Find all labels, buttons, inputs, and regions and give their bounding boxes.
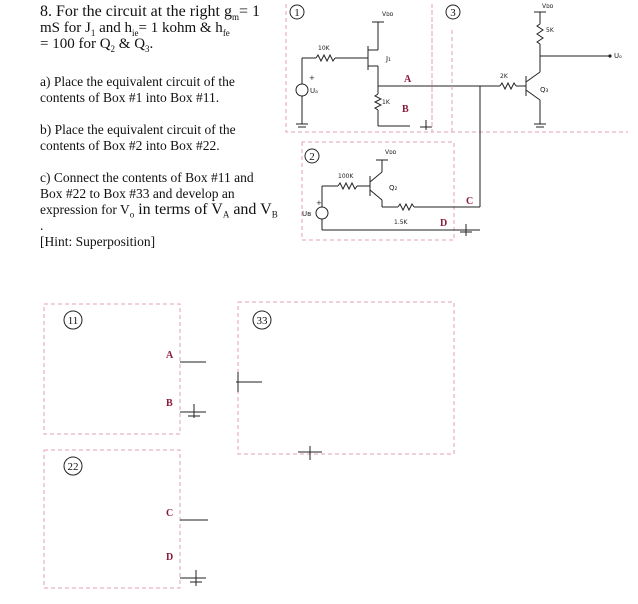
box-11: 11 A B: [43, 303, 206, 435]
svg-text:+: +: [309, 74, 315, 82]
part-b: b) Place the equivalent circuit of the c…: [40, 122, 280, 154]
svg-text:J₁: J₁: [385, 55, 391, 63]
output-node: [608, 54, 612, 58]
box-11-label: 11: [63, 310, 83, 330]
box-3-label: 3: [445, 4, 461, 20]
problem-line-1: 8. For the circuit at the right gm= 1: [40, 3, 260, 23]
part-c-line-2: Box #22 to Box #33 and develop an: [40, 186, 235, 201]
resistor-10k: 10K: [315, 45, 336, 63]
output-vo: Uₒ: [614, 52, 622, 60]
svg-text:Uₐ: Uₐ: [310, 87, 318, 95]
part-a-line-1: a) Place the equivalent circuit of the: [40, 74, 235, 89]
svg-text:Vᴅᴅ: Vᴅᴅ: [542, 3, 554, 10]
svg-text:3: 3: [450, 7, 456, 19]
resistor-1k: 1K: [373, 86, 391, 126]
box-1-label: 1: [289, 4, 305, 20]
box-33-ground: [298, 446, 322, 460]
box-22-label: 22: [63, 456, 83, 476]
node-c: C: [466, 196, 473, 207]
svg-text:Vᴅᴅ: Vᴅᴅ: [382, 11, 394, 18]
box-11-ground: [188, 404, 200, 418]
svg-text:2: 2: [309, 151, 315, 163]
svg-text:100K: 100K: [338, 173, 354, 180]
node-a: A: [404, 74, 412, 85]
vdd-2: Vᴅᴅ: [376, 149, 397, 161]
svg-text:1K: 1K: [382, 99, 391, 106]
svg-text:Uʙ: Uʙ: [302, 210, 311, 218]
ground-b: [420, 120, 432, 130]
box-22-node-c: C: [166, 508, 173, 519]
problem-line-3: = 100 for Q2 & Q3.: [40, 36, 154, 54]
part-c: c) Connect the contents of Box #11 and B…: [40, 170, 280, 250]
part-b-line-1: b) Place the equivalent circuit of the: [40, 122, 236, 137]
problem-statement: 8. For the circuit at the right gm= 1 mS…: [40, 3, 280, 54]
part-a: a) Place the equivalent circuit of the c…: [40, 74, 280, 106]
resistor-2k: 2K: [480, 73, 526, 91]
svg-text:10K: 10K: [318, 45, 331, 52]
box-33-label: 33: [252, 310, 272, 330]
svg-text:Q₃: Q₃: [540, 86, 549, 94]
svg-text:1: 1: [294, 7, 300, 19]
transistor-q3: Q₃: [525, 71, 549, 101]
box-11-node-a: A: [166, 350, 174, 361]
node-b: B: [402, 104, 409, 115]
svg-text:1.5K: 1.5K: [394, 219, 409, 226]
svg-text:2K: 2K: [500, 73, 509, 80]
box-22: 22 C D: [43, 449, 208, 589]
part-c-line-4: [Hint: Superposition]: [40, 234, 156, 249]
svg-text:22: 22: [68, 461, 79, 473]
box-22-ground: [190, 570, 202, 586]
problem-line-2: mS for J1 and hie= 1 kohm & hfe: [40, 20, 230, 38]
transistor-j1: J₁: [367, 22, 391, 86]
node-d: D: [440, 218, 447, 229]
part-b-line-2: contents of Box #2 into Box #22.: [40, 138, 220, 153]
box-33: 33: [236, 301, 455, 460]
part-c-line-1: c) Connect the contents of Box #11 and: [40, 170, 254, 185]
source-vb: + Uʙ: [302, 199, 329, 230]
part-a-line-2: contents of Box #1 into Box #11.: [40, 90, 220, 105]
box-2: 2 + Uʙ 100K Q₂ Vᴅᴅ: [301, 141, 480, 241]
vdd-3: Vᴅᴅ: [534, 3, 554, 13]
source-va: + Uₐ: [295, 74, 318, 128]
resistor-100k: 100K: [337, 173, 358, 191]
vdd-1: Vᴅᴅ: [372, 11, 394, 23]
box-11-node-b: B: [166, 398, 173, 409]
svg-text:+: +: [316, 199, 322, 207]
svg-text:11: 11: [68, 315, 79, 327]
svg-text:Q₂: Q₂: [389, 184, 398, 192]
ground-d: [460, 224, 472, 236]
svg-text:5K: 5K: [546, 27, 555, 34]
box-22-node-d: D: [166, 552, 173, 563]
svg-text:33: 33: [257, 315, 269, 327]
part-c-line-3: expression for Vo in terms of VA and VB …: [40, 201, 278, 234]
svg-text:Vᴅᴅ: Vᴅᴅ: [385, 149, 397, 156]
box-3: 3 2K Q₃ 5K Vᴅᴅ Uₒ: [431, 3, 628, 207]
resistor-5k: 5K: [536, 12, 555, 72]
box-2-label: 2: [304, 148, 320, 164]
resistor-1-5k: 1.5K: [382, 202, 480, 226]
box-1: 1 + Uₐ 10K J₁ Vᴅᴅ: [285, 4, 480, 133]
transistor-q2: Q₂: [369, 171, 398, 201]
